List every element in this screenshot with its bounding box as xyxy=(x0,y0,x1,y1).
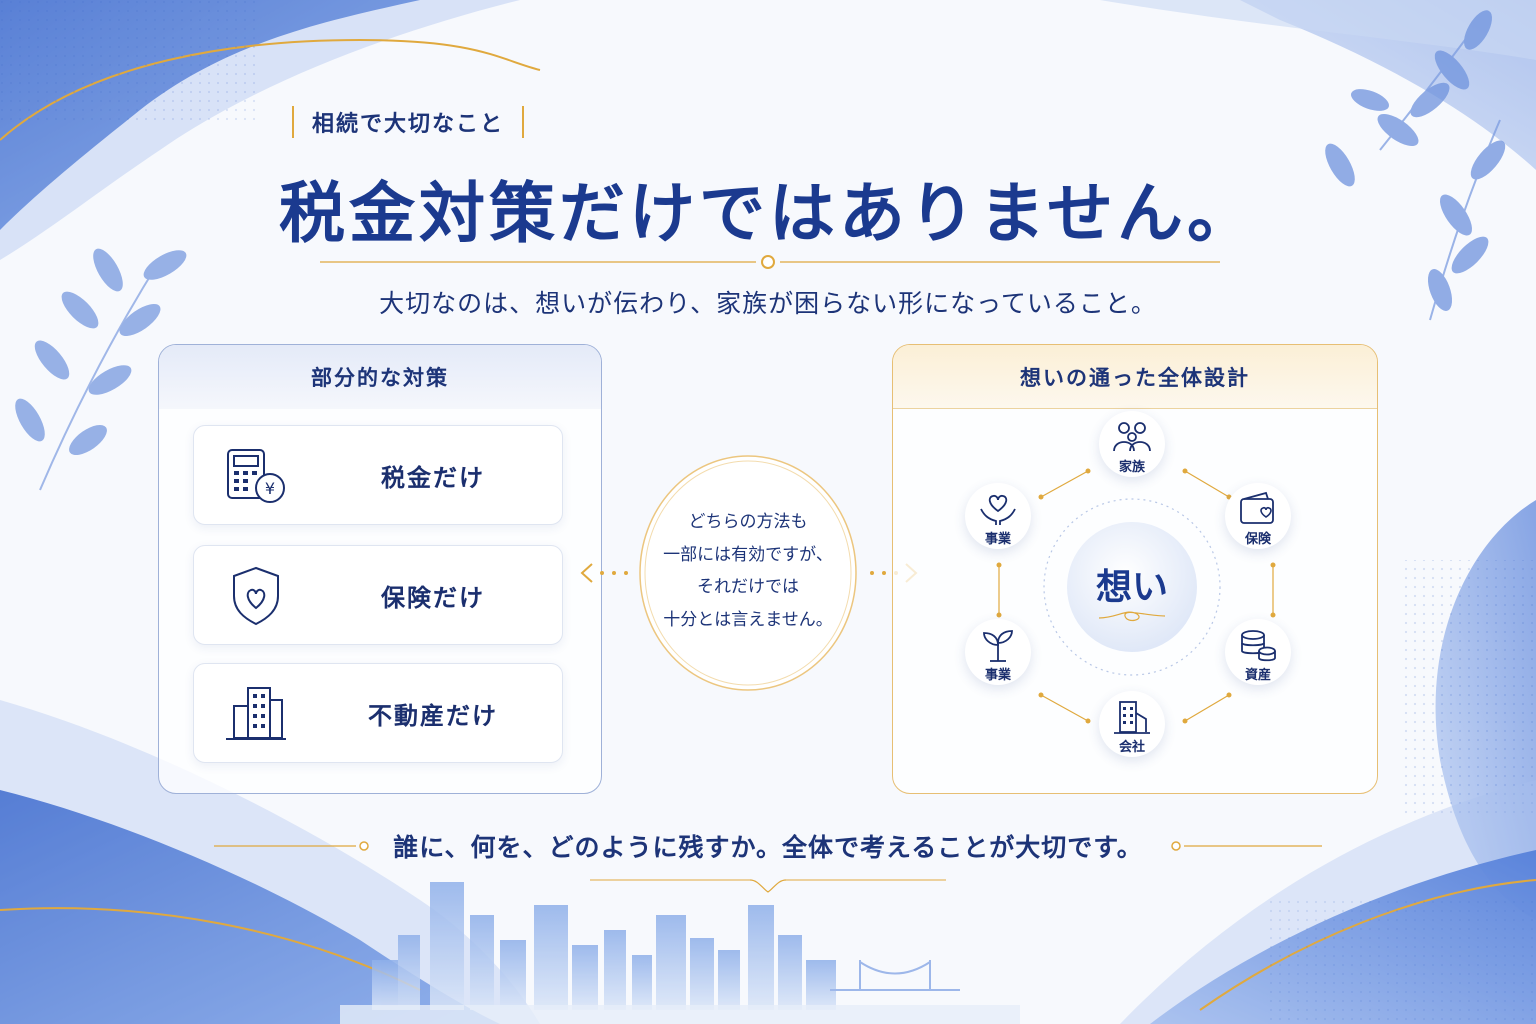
eyebrow-right-bar xyxy=(522,106,525,138)
node-company: 会社 xyxy=(1099,691,1165,757)
node-business-hands: 事業 xyxy=(965,483,1031,549)
center-circle: 想い xyxy=(1067,522,1197,652)
insurance-only-card: 保険だけ xyxy=(193,545,563,645)
family-icon xyxy=(1113,422,1151,452)
eyebrow: 相続で大切なこと xyxy=(292,104,525,140)
real-estate-only-label: 不動産だけ xyxy=(368,700,498,730)
middle-line-1: どちらの方法も xyxy=(688,512,808,532)
svg-text:¥: ¥ xyxy=(265,479,275,498)
middle-line-2: 一部には有効ですが、 xyxy=(663,544,833,565)
coins-icon xyxy=(1241,630,1276,662)
real-estate-only-card: 不動産だけ xyxy=(193,663,563,763)
middle-line-3: それだけでは xyxy=(697,577,799,597)
middle-line-4: 十分とは言えません。 xyxy=(663,609,833,630)
office-building-icon xyxy=(1114,701,1150,734)
node-insurance-label: 保険 xyxy=(1244,532,1271,547)
node-family: 家族 xyxy=(1099,411,1165,477)
middle-note: どちらの方法も 一部には有効ですが、 それだけでは 十分とは言えません。 xyxy=(636,452,860,694)
tax-only-card: ¥ 税金だけ xyxy=(193,425,563,525)
eyebrow-text: 相続で大切なこと xyxy=(312,112,505,137)
node-assets-label: 資産 xyxy=(1244,668,1271,683)
node-insurance: 保険 xyxy=(1225,483,1291,549)
page-title: 税金対策だけではありません。 xyxy=(278,174,1258,252)
node-family-label: 家族 xyxy=(1118,460,1145,475)
bottom-divider xyxy=(214,841,1322,851)
building-icon xyxy=(226,687,286,740)
node-business-hands-label: 事業 xyxy=(984,532,1011,547)
bottom-ornament xyxy=(590,879,946,893)
node-company-label: 会社 xyxy=(1118,740,1145,755)
title-divider xyxy=(320,255,1220,269)
middle-note-ellipse xyxy=(639,455,857,691)
hands-heart-icon xyxy=(980,494,1016,525)
partial-measures-panel: 部分的な対策 ¥ 税金だけ 保険だけ 不動産だけ xyxy=(158,344,602,794)
right-panel-heading: 想いの通った全体設計 xyxy=(893,345,1377,409)
left-panel-heading: 部分的な対策 xyxy=(159,345,601,409)
center-ribbon xyxy=(1098,611,1166,622)
sprout-icon xyxy=(983,630,1013,662)
bottom-message: 誰に、何を、どのように残すか。全体で考えることが大切です。 xyxy=(393,833,1143,862)
subtitle: 大切なのは、想いが伝わり、家族が困らない形になっていること。 xyxy=(379,289,1157,318)
eyebrow-left-bar xyxy=(292,106,294,138)
left-arrow xyxy=(580,563,628,583)
wallet-heart-icon xyxy=(1240,491,1274,524)
center-label: 想い xyxy=(1095,566,1168,608)
holistic-design-panel: 想いの通った全体設計 想い xyxy=(892,344,1378,794)
insurance-only-label: 保険だけ xyxy=(381,582,485,612)
node-business-sprout-label: 事業 xyxy=(984,668,1011,683)
tax-only-label: 税金だけ xyxy=(381,462,485,492)
node-assets: 資産 xyxy=(1225,619,1291,685)
shield-heart-icon xyxy=(233,566,279,626)
node-business-sprout: 事業 xyxy=(965,619,1031,685)
middle-note-text: どちらの方法も 一部には有効ですが、 それだけでは 十分とは言えません。 xyxy=(636,506,860,636)
calculator-yen-icon: ¥ xyxy=(227,449,285,503)
